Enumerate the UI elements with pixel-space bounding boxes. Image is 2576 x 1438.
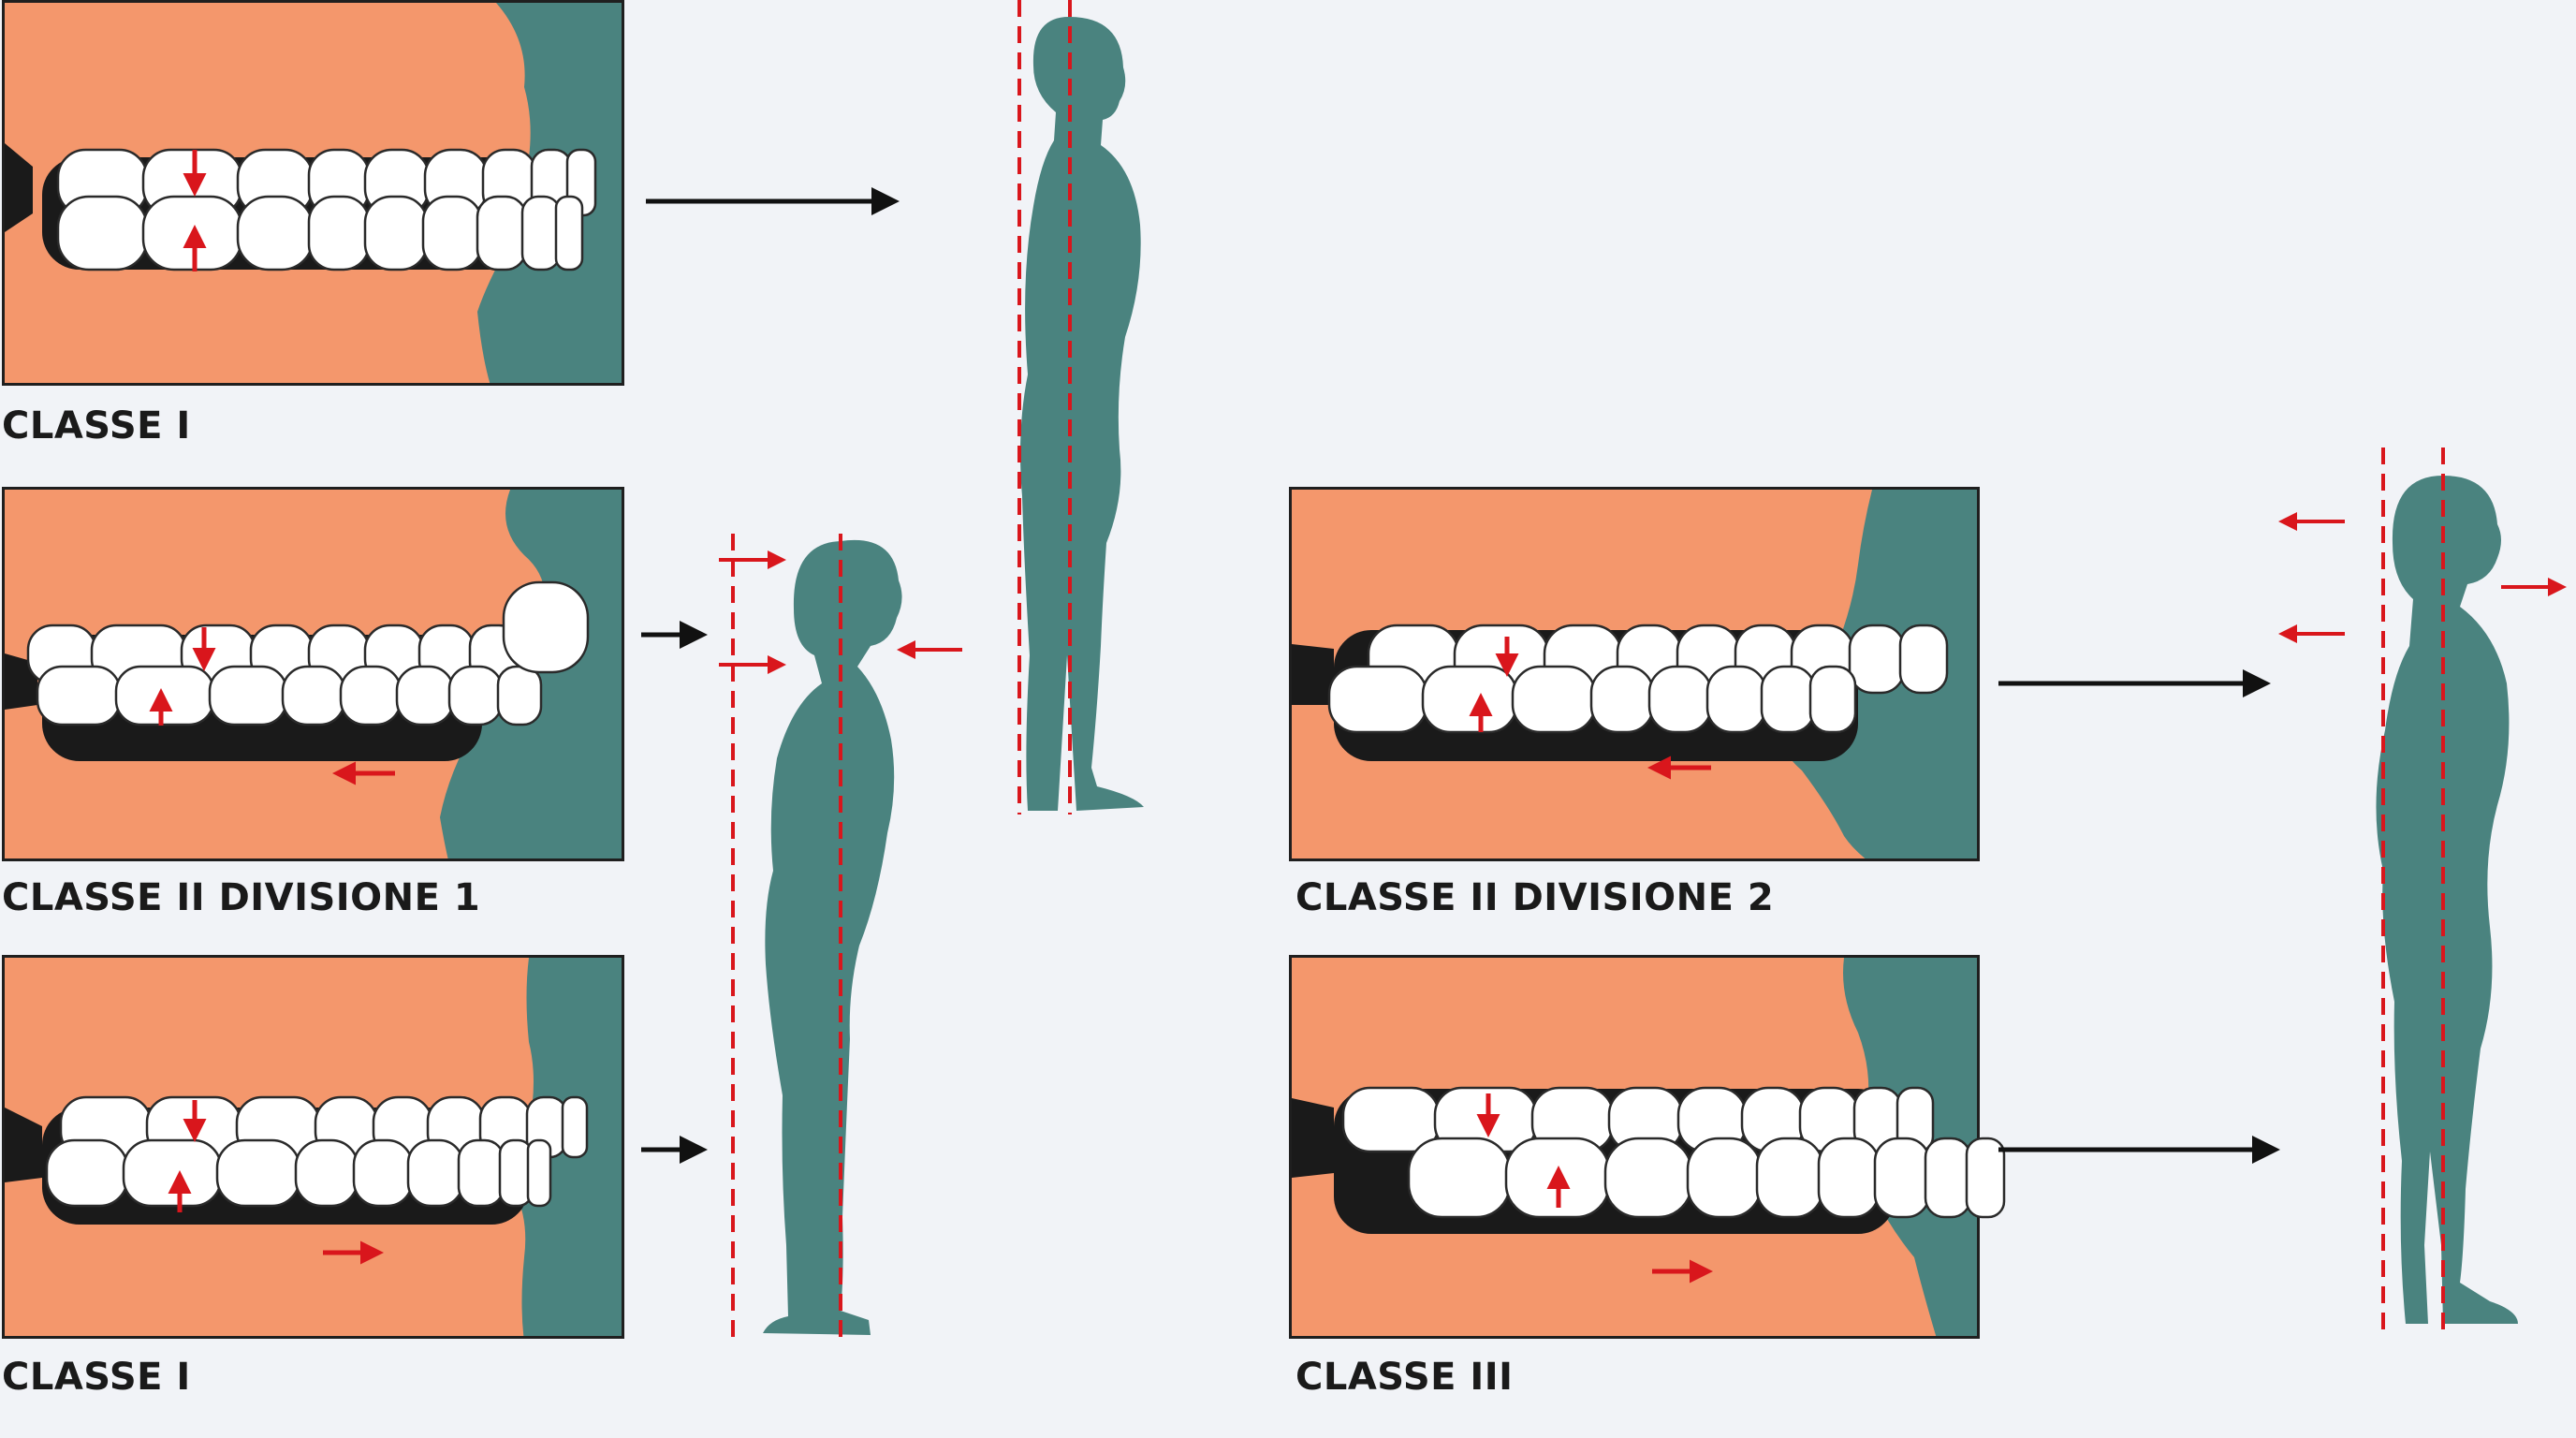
tooth bbox=[36, 665, 122, 726]
panel-label-class-3: CLASSE III bbox=[1295, 1356, 1514, 1399]
tooth bbox=[457, 1138, 505, 1208]
tooth bbox=[208, 665, 288, 726]
tooth bbox=[1511, 665, 1597, 734]
tooth bbox=[1965, 1137, 2006, 1219]
tooth bbox=[45, 1138, 129, 1208]
tooth bbox=[1760, 665, 1816, 734]
tooth bbox=[1898, 624, 1949, 695]
tooth bbox=[56, 195, 149, 271]
tooth bbox=[1817, 1137, 1881, 1219]
tooth bbox=[363, 195, 429, 271]
tooth bbox=[520, 195, 562, 271]
panel-label-class-2-div-1: CLASSE II DIVISIONE 1 bbox=[2, 876, 481, 919]
tooth bbox=[1873, 1137, 1931, 1219]
lip-dark bbox=[1292, 1098, 1334, 1178]
backward-head-posture-figure bbox=[2278, 448, 2567, 1339]
tooth bbox=[1686, 1137, 1763, 1219]
upright-posture-figure bbox=[1017, 0, 1144, 814]
tooth bbox=[1603, 1137, 1693, 1219]
tooth bbox=[1327, 665, 1428, 734]
tooth bbox=[1808, 665, 1857, 734]
tooth bbox=[1589, 665, 1655, 734]
tooth bbox=[502, 580, 590, 674]
tooth bbox=[1407, 1137, 1512, 1219]
tooth bbox=[554, 195, 584, 271]
tooth bbox=[1705, 665, 1767, 734]
tooth bbox=[447, 665, 504, 726]
tooth bbox=[476, 195, 528, 271]
tooth bbox=[561, 1095, 589, 1159]
black-flow-arrows bbox=[641, 187, 2280, 1164]
red-direction-arrows bbox=[149, 150, 1713, 1284]
tooth bbox=[294, 1138, 359, 1208]
lip-dark bbox=[1292, 644, 1334, 705]
tooth bbox=[1924, 1137, 1972, 1219]
lip-dark bbox=[5, 1108, 42, 1182]
tooth bbox=[352, 1138, 414, 1208]
tooth bbox=[395, 665, 455, 726]
tooth bbox=[1421, 665, 1518, 734]
tooth bbox=[281, 665, 346, 726]
panel-label-class-1-top: CLASSE I bbox=[2, 404, 191, 448]
forward-head-posture-figure bbox=[719, 534, 962, 1339]
tooth bbox=[1647, 665, 1713, 734]
tooth bbox=[421, 195, 483, 271]
tooth bbox=[215, 1138, 301, 1208]
tooth bbox=[114, 665, 215, 726]
tooth bbox=[122, 1138, 223, 1208]
tooth bbox=[307, 195, 371, 271]
tooth bbox=[1848, 624, 1906, 695]
tooth bbox=[236, 195, 315, 271]
teeth-group bbox=[26, 148, 2006, 1219]
lip-dark bbox=[5, 143, 33, 232]
panel-label-class-1-bottom: CLASSE I bbox=[2, 1356, 191, 1399]
tooth bbox=[406, 1138, 464, 1208]
panel-label-class-2-div-2: CLASSE II DIVISIONE 2 bbox=[1295, 876, 1775, 919]
tooth bbox=[526, 1138, 552, 1208]
tooth bbox=[339, 665, 402, 726]
tooth bbox=[496, 665, 543, 726]
tooth bbox=[1755, 1137, 1824, 1219]
